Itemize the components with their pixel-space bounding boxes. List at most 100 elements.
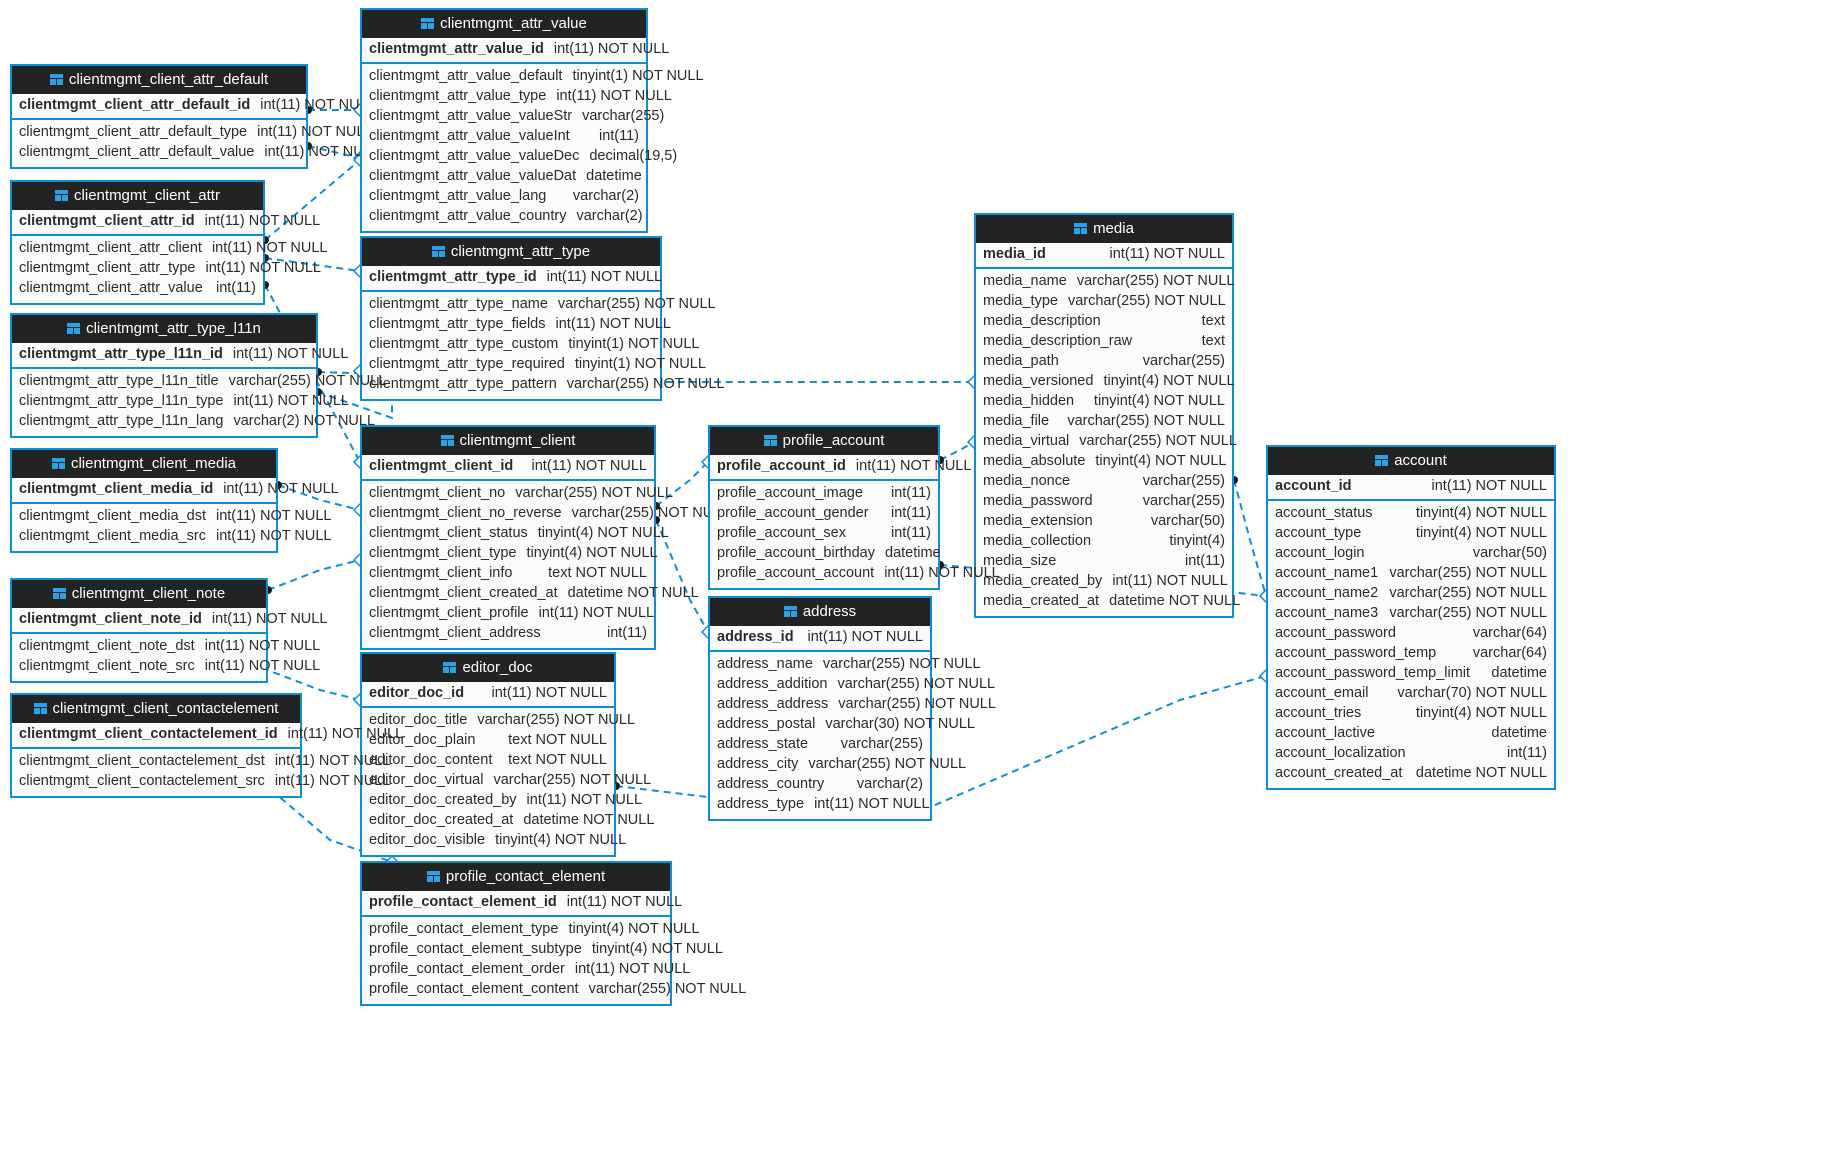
column-row[interactable]: clientmgmt_attr_type_l11n_langvarchar(2)… (12, 412, 375, 432)
column-row[interactable]: clientmgmt_client_contactelement_dstint(… (12, 752, 390, 772)
column-row[interactable]: clientmgmt_attr_value_countryvarchar(2) (362, 207, 646, 227)
column-row[interactable]: account_created_atdatetime NOT NULL (1268, 764, 1554, 784)
column-row[interactable]: profile_account_sexint(11) (710, 524, 938, 544)
primary-key-row[interactable]: clientmgmt_attr_type_idint(11) NOT NULL (362, 266, 662, 292)
column-row[interactable]: account_passwordvarchar(64) (1268, 624, 1554, 644)
column-row[interactable]: clientmgmt_attr_value_defaulttinyint(1) … (362, 67, 704, 87)
column-row[interactable]: account_lactivedatetime (1268, 724, 1554, 744)
column-row[interactable]: clientmgmt_client_typetinyint(4) NOT NUL… (362, 544, 658, 564)
entity-clientmgmt_attr_value[interactable]: clientmgmt_attr_valueclientmgmt_attr_val… (360, 8, 704, 233)
primary-key-row[interactable]: clientmgmt_client_note_idint(11) NOT NUL… (12, 608, 327, 634)
column-row[interactable]: profile_account_genderint(11) (710, 504, 938, 524)
entity-editor_doc[interactable]: editor_doceditor_doc_idint(11) NOT NULLe… (360, 652, 654, 857)
primary-key-row[interactable]: clientmgmt_client_attr_default_idint(11)… (12, 94, 376, 120)
column-row[interactable]: address_namevarchar(255) NOT NULL (710, 655, 981, 675)
primary-key-row[interactable]: clientmgmt_client_attr_idint(11) NOT NUL… (12, 210, 320, 236)
column-row[interactable]: address_typeint(11) NOT NULL (710, 795, 930, 815)
entity-clientmgmt_attr_type[interactable]: clientmgmt_attr_typeclientmgmt_attr_type… (360, 236, 724, 401)
column-row[interactable]: profile_contact_element_subtypetinyint(4… (362, 940, 723, 960)
column-row[interactable]: account_password_temp_limitdatetime (1268, 664, 1554, 684)
column-row[interactable]: clientmgmt_client_attr_clientint(11) NOT… (12, 239, 327, 259)
column-row[interactable]: media_noncevarchar(255) (976, 472, 1232, 492)
column-row[interactable]: clientmgmt_attr_type_requiredtinyint(1) … (362, 355, 706, 375)
column-row[interactable]: clientmgmt_attr_value_valueIntint(11) (362, 127, 646, 147)
column-row[interactable]: profile_contact_element_typetinyint(4) N… (362, 920, 700, 940)
column-row[interactable]: editor_doc_virtualvarchar(255) NOT NULL (362, 771, 651, 791)
column-row[interactable]: clientmgmt_attr_value_valueDatdatetime (362, 167, 646, 187)
entity-clientmgmt_client_contactelement[interactable]: clientmgmt_client_contactelementclientmg… (10, 693, 403, 798)
primary-key-row[interactable]: clientmgmt_client_contactelement_idint(1… (12, 723, 403, 749)
column-row[interactable]: editor_doc_visibletinyint(4) NOT NULL (362, 831, 626, 851)
column-row[interactable]: clientmgmt_client_note_srcint(11) NOT NU… (12, 657, 320, 677)
column-row[interactable]: media_descriptiontext (976, 312, 1232, 332)
column-row[interactable]: clientmgmt_client_statustinyint(4) NOT N… (362, 524, 669, 544)
entity-address[interactable]: addressaddress_idint(11) NOT NULLaddress… (708, 596, 996, 821)
column-row[interactable]: clientmgmt_client_attr_default_typeint(1… (12, 123, 373, 143)
column-row[interactable]: media_virtualvarchar(255) NOT NULL (976, 432, 1237, 452)
column-row[interactable]: media_hiddentinyint(4) NOT NULL (976, 392, 1232, 412)
column-row[interactable]: address_countryvarchar(2) (710, 775, 930, 795)
column-row[interactable]: media_versionedtinyint(4) NOT NULL (976, 372, 1235, 392)
column-row[interactable]: clientmgmt_client_created_atdatetime NOT… (362, 584, 699, 604)
column-row[interactable]: profile_account_imageint(11) (710, 484, 938, 504)
column-row[interactable]: account_triestinyint(4) NOT NULL (1268, 704, 1554, 724)
column-row[interactable]: clientmgmt_attr_type_fieldsint(11) NOT N… (362, 315, 671, 335)
column-row[interactable]: account_password_tempvarchar(64) (1268, 644, 1554, 664)
column-row[interactable]: media_collectiontinyint(4) (976, 532, 1232, 552)
column-row[interactable]: clientmgmt_attr_type_patternvarchar(255)… (362, 375, 724, 395)
column-row[interactable]: clientmgmt_client_attr_default_valueint(… (12, 143, 380, 163)
column-row[interactable]: address_postalvarchar(30) NOT NULL (710, 715, 975, 735)
column-row[interactable]: clientmgmt_client_attr_typeint(11) NOT N… (12, 259, 321, 279)
column-row[interactable]: clientmgmt_client_note_dstint(11) NOT NU… (12, 637, 320, 657)
column-row[interactable]: clientmgmt_client_addressint(11) (362, 624, 654, 644)
column-row[interactable]: media_absolutetinyint(4) NOT NULL (976, 452, 1232, 472)
entity-profile_account[interactable]: profile_accountprofile_account_idint(11)… (708, 425, 1000, 590)
entity-clientmgmt_attr_type_l11n[interactable]: clientmgmt_attr_type_l11nclientmgmt_attr… (10, 313, 386, 438)
column-row[interactable]: media_pathvarchar(255) (976, 352, 1232, 372)
column-row[interactable]: clientmgmt_attr_value_valueStrvarchar(25… (362, 107, 664, 127)
entity-clientmgmt_client_note[interactable]: clientmgmt_client_noteclientmgmt_client_… (10, 578, 327, 683)
column-row[interactable]: account_emailvarchar(70) NOT NULL (1268, 684, 1554, 704)
entity-clientmgmt_client[interactable]: clientmgmt_clientclientmgmt_client_idint… (360, 425, 729, 650)
column-row[interactable]: profile_account_accountint(11) NOT NULL (710, 564, 1000, 584)
column-row[interactable]: clientmgmt_attr_type_l11n_titlevarchar(2… (12, 372, 386, 392)
column-row[interactable]: clientmgmt_client_attr_valueint(11) (12, 279, 263, 299)
column-row[interactable]: profile_contact_element_orderint(11) NOT… (362, 960, 690, 980)
primary-key-row[interactable]: address_idint(11) NOT NULL (710, 626, 930, 652)
primary-key-row[interactable]: profile_account_idint(11) NOT NULL (710, 455, 971, 481)
column-row[interactable]: editor_doc_created_atdatetime NOT NULL (362, 811, 654, 831)
column-row[interactable]: clientmgmt_client_contactelement_srcint(… (12, 772, 390, 792)
primary-key-row[interactable]: editor_doc_idint(11) NOT NULL (362, 682, 614, 708)
primary-key-row[interactable]: media_idint(11) NOT NULL (976, 243, 1232, 269)
entity-media[interactable]: mediamedia_idint(11) NOT NULLmedia_namev… (974, 213, 1240, 618)
primary-key-row[interactable]: account_idint(11) NOT NULL (1268, 475, 1554, 501)
column-row[interactable]: media_filevarchar(255) NOT NULL (976, 412, 1232, 432)
column-row[interactable]: clientmgmt_attr_value_valueDecdecimal(19… (362, 147, 677, 167)
column-row[interactable]: editor_doc_created_byint(11) NOT NULL (362, 791, 642, 811)
entity-clientmgmt_client_attr_default[interactable]: clientmgmt_client_attr_defaultclientmgmt… (10, 64, 380, 169)
column-row[interactable]: clientmgmt_attr_value_langvarchar(2) (362, 187, 646, 207)
column-row[interactable]: profile_contact_element_contentvarchar(2… (362, 980, 746, 1000)
column-row[interactable]: editor_doc_plaintext NOT NULL (362, 731, 614, 751)
column-row[interactable]: clientmgmt_attr_type_customtinyint(1) NO… (362, 335, 699, 355)
column-row[interactable]: profile_account_birthdaydatetime (710, 544, 941, 564)
column-row[interactable]: account_loginvarchar(50) (1268, 544, 1554, 564)
column-row[interactable]: account_localizationint(11) (1268, 744, 1554, 764)
column-row[interactable]: address_statevarchar(255) (710, 735, 930, 755)
entity-profile_contact_element[interactable]: profile_contact_elementprofile_contact_e… (360, 861, 746, 1006)
column-row[interactable]: clientmgmt_client_novarchar(255) NOT NUL… (362, 484, 673, 504)
primary-key-row[interactable]: clientmgmt_client_idint(11) NOT NULL (362, 455, 654, 481)
column-row[interactable]: media_passwordvarchar(255) (976, 492, 1232, 512)
column-row[interactable]: clientmgmt_client_profileint(11) NOT NUL… (362, 604, 654, 624)
column-row[interactable]: media_created_byint(11) NOT NULL (976, 572, 1232, 592)
column-row[interactable]: address_additionvarchar(255) NOT NULL (710, 675, 995, 695)
column-row[interactable]: address_cityvarchar(255) NOT NULL (710, 755, 966, 775)
column-row[interactable]: clientmgmt_client_infotext NOT NULL (362, 564, 654, 584)
column-row[interactable]: media_created_atdatetime NOT NULL (976, 592, 1240, 612)
column-row[interactable]: media_namevarchar(255) NOT NULL (976, 272, 1235, 292)
column-row[interactable]: clientmgmt_client_media_dstint(11) NOT N… (12, 507, 331, 527)
column-row[interactable]: media_typevarchar(255) NOT NULL (976, 292, 1232, 312)
column-row[interactable]: account_name2varchar(255) NOT NULL (1268, 584, 1554, 604)
primary-key-row[interactable]: clientmgmt_attr_value_idint(11) NOT NULL (362, 38, 669, 64)
entity-account[interactable]: accountaccount_idint(11) NOT NULLaccount… (1266, 445, 1556, 790)
